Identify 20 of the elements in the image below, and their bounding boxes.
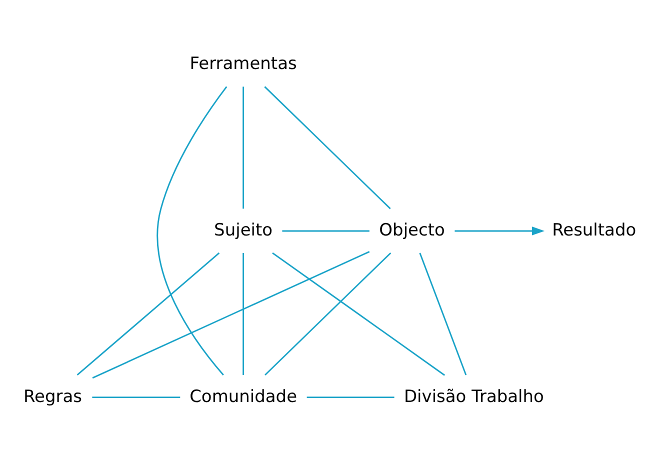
connector	[272, 252, 446, 376]
connector	[242, 86, 244, 209]
connector	[92, 251, 370, 379]
node-text: Divisão Trabalho	[404, 386, 544, 407]
node-text: Ferramentas	[190, 54, 297, 74]
node-text: Objecto	[379, 220, 445, 240]
connector	[156, 86, 228, 376]
connector	[242, 252, 244, 375]
arrow	[454, 226, 545, 236]
connector	[264, 252, 392, 376]
connector	[419, 252, 467, 376]
connector	[282, 230, 370, 232]
connector	[76, 252, 220, 376]
node-text: Sujeito	[214, 220, 273, 240]
connector	[92, 396, 180, 398]
connector	[306, 396, 394, 398]
node-text: Resultado	[552, 220, 636, 240]
node-text: Comunidade	[190, 386, 298, 407]
node-text: Regras	[23, 386, 82, 407]
connector	[264, 86, 391, 210]
